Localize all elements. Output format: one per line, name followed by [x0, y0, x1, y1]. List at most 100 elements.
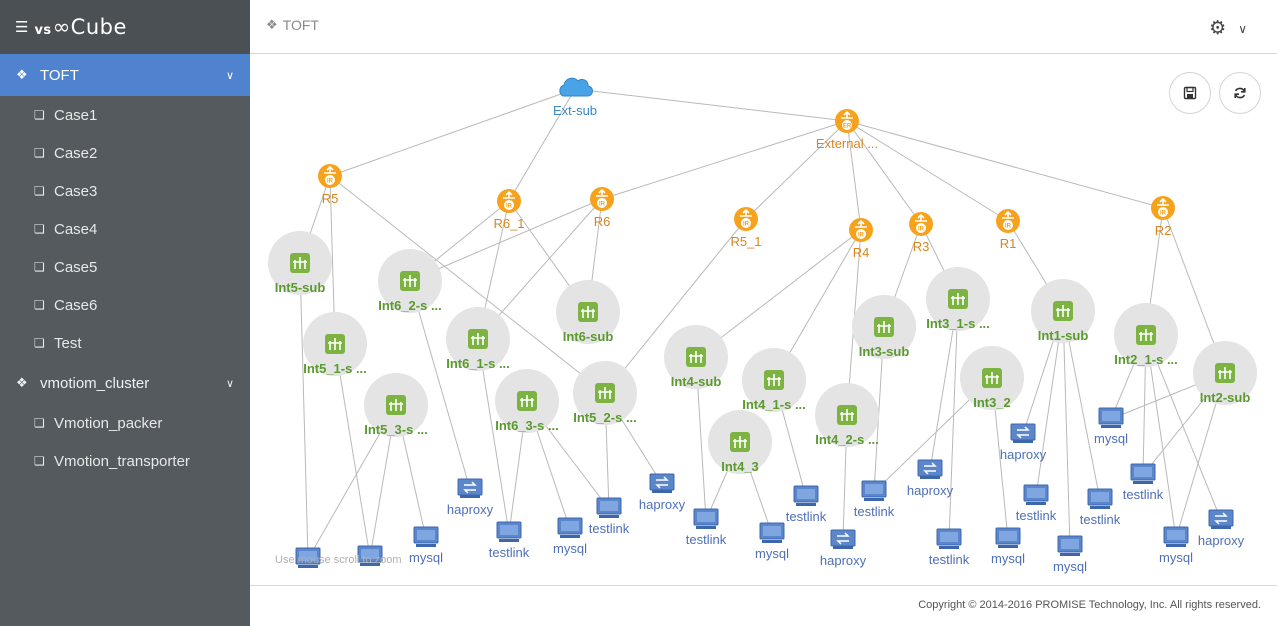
topology-link	[846, 120, 1009, 222]
router-icon: IR	[996, 209, 1020, 233]
topology-link	[409, 198, 603, 282]
subnet-node-int5sub[interactable]: Int5-sub	[268, 231, 332, 295]
router-badge: ER	[843, 124, 852, 130]
subnet-switch-icon	[325, 334, 345, 354]
node-label: Int3_2	[973, 395, 1011, 410]
sidebar-group-vmotiom-cluster[interactable]: ❖ vmotiom_cluster ∨	[0, 362, 250, 404]
chevron-down-icon[interactable]: ∨	[1238, 21, 1247, 36]
subnet-node-int4_2[interactable]: Int4_2-s ...	[815, 383, 879, 447]
sidebar-item-case1[interactable]: ❏Case1	[0, 96, 250, 134]
subnet-node-int3_1[interactable]: Int3_1-s ...	[926, 267, 990, 331]
sidebar-item-vmotion-transporter[interactable]: ❏Vmotion_transporter	[0, 442, 250, 480]
node-label: haproxy	[1000, 447, 1047, 462]
cube-icon: ❏	[34, 454, 45, 468]
copyright-text: Copyright © 2014-2016 PROMISE Technology…	[918, 599, 1261, 611]
sidebar-item-case5[interactable]: ❏Case5	[0, 248, 250, 286]
host-node-h21[interactable]: mysql	[1094, 407, 1128, 446]
monitor-icon	[1098, 407, 1124, 428]
host-node-h10[interactable]: mysql	[755, 522, 789, 561]
host-node-h22[interactable]: testlink	[1123, 463, 1164, 502]
monitor-icon	[995, 527, 1021, 548]
host-node-h19[interactable]: mysql	[1053, 535, 1087, 574]
node-label: Int2_1-s ...	[1114, 352, 1178, 367]
host-node-h9[interactable]: testlink	[686, 508, 727, 547]
subnet-node-int1sub[interactable]: Int1-sub	[1031, 279, 1095, 343]
sidebar-item-case2[interactable]: ❏Case2	[0, 134, 250, 172]
subnet-node-int5_2[interactable]: Int5_2-s ...	[573, 361, 637, 425]
subnet-node-int5_3[interactable]: Int5_3-s ...	[364, 373, 428, 437]
sidebar-item-vmotion-packer[interactable]: ❏Vmotion_packer	[0, 404, 250, 442]
refresh-button[interactable]	[1219, 72, 1261, 114]
balancer-node-h4[interactable]: haproxy	[447, 478, 494, 517]
node-label: Int1-sub	[1038, 328, 1089, 343]
node-label: mysql	[1094, 431, 1128, 446]
host-node-h2[interactable]	[357, 545, 383, 566]
node-label: Int3-sub	[859, 344, 910, 359]
subnet-node-int5_1[interactable]: Int5_1-s ...	[303, 312, 367, 376]
sidebar-item-case3[interactable]: ❏Case3	[0, 172, 250, 210]
balancer-node-h14[interactable]: haproxy	[907, 459, 954, 498]
sidebar-group-toft[interactable]: ❖ TOFT ∨	[0, 54, 250, 96]
subnet-node-int6_1[interactable]: Int6_1-s ...	[446, 307, 510, 371]
subnet-switch-icon	[1053, 301, 1073, 321]
sidebar-item-case6[interactable]: ❏Case6	[0, 286, 250, 324]
subnet-node-int3sub[interactable]: Int3-sub	[852, 295, 916, 359]
subnet-node-int6_3[interactable]: Int6_3-s ...	[495, 369, 559, 433]
subnet-switch-icon	[686, 347, 706, 367]
host-node-h15[interactable]: testlink	[929, 528, 970, 567]
host-node-h11[interactable]: testlink	[786, 485, 827, 524]
balancer-node-h17[interactable]: haproxy	[1000, 423, 1047, 462]
host-node-h6[interactable]: mysql	[553, 517, 587, 556]
subnet-node-int6sub[interactable]: Int6-sub	[556, 280, 620, 344]
node-label: R5	[322, 191, 339, 206]
host-node-h3[interactable]: mysql	[409, 526, 443, 565]
sidebar-item-label: Test	[54, 334, 82, 352]
host-node-h23[interactable]: mysql	[1159, 526, 1193, 565]
host-node-h1[interactable]	[295, 547, 321, 568]
cube-icon: ❏	[34, 298, 45, 312]
node-label: Int6-sub	[563, 329, 614, 344]
hamburger-menu-icon[interactable]: ☰	[15, 19, 29, 36]
subnet-node-int4_3[interactable]: Int4_3	[708, 410, 772, 474]
subnet-switch-icon	[386, 395, 406, 415]
subnet-node-int2_1[interactable]: Int2_1-s ...	[1114, 303, 1178, 367]
host-node-h13[interactable]: testlink	[854, 480, 895, 519]
subnet-switch-icon	[1136, 325, 1156, 345]
balancer-node-h8[interactable]: haproxy	[639, 473, 686, 512]
cube-icon: ❏	[34, 336, 45, 350]
subnet-node-int4_1[interactable]: Int4_1-s ...	[742, 348, 806, 412]
save-button[interactable]	[1169, 72, 1211, 114]
node-label: testlink	[1016, 508, 1057, 523]
balancer-node-h12[interactable]: haproxy	[820, 529, 867, 568]
settings-menu[interactable]: ⚙ ∨	[1209, 17, 1247, 40]
host-node-h18[interactable]: testlink	[1016, 484, 1057, 523]
sidebar-item-test[interactable]: ❏ Test	[0, 324, 250, 362]
subnet-node-int6_2[interactable]: Int6_2-s ...	[378, 249, 442, 313]
subnet-node-int2sub[interactable]: Int2-sub	[1193, 341, 1257, 405]
monitor-icon	[357, 545, 383, 566]
host-node-h16[interactable]: mysql	[991, 527, 1025, 566]
host-node-h5[interactable]: testlink	[489, 521, 530, 560]
topology-link	[948, 298, 959, 541]
monitor-icon	[793, 485, 819, 506]
balancer-node-h24[interactable]: haproxy	[1198, 509, 1245, 548]
topology-link	[1145, 334, 1222, 521]
host-node-h20[interactable]: testlink	[1080, 488, 1121, 527]
host-node-h7[interactable]: testlink	[589, 497, 630, 536]
sidebar-item-case4[interactable]: ❏Case4	[0, 210, 250, 248]
gear-icon[interactable]: ⚙	[1209, 18, 1227, 39]
cloud-node-extsub[interactable]: Ext-sub	[553, 77, 597, 118]
router-node-extr[interactable]: ERExternal ...	[816, 109, 878, 151]
subnet-node-int4sub[interactable]: Int4-sub	[664, 325, 728, 389]
subnet-node-int3_2[interactable]: Int3_2	[960, 346, 1024, 410]
